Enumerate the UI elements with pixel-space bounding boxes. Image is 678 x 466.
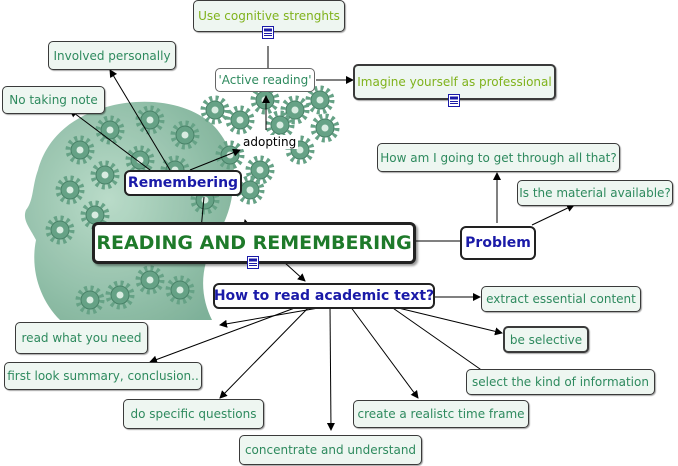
hub-problem[interactable]: Problem (460, 226, 536, 260)
node-read-what-you-need[interactable]: read what you need (15, 322, 148, 354)
central-node[interactable]: READING AND REMEMBERING (92, 222, 416, 264)
link-label-adopting: adopting (241, 135, 299, 149)
node-first-look-summary[interactable]: first look summary, conclusion.. (4, 362, 202, 390)
node-no-taking-note[interactable]: No taking note (2, 86, 105, 114)
node-be-selective[interactable]: be selective (503, 326, 589, 353)
node-realistic-time-frame[interactable]: create a realistc time frame (353, 400, 529, 428)
head-gears-illustration (24, 88, 337, 320)
node-involved-personally[interactable]: Involved personally (48, 41, 176, 70)
node-specific-questions[interactable]: do specific questions (123, 399, 264, 429)
node-extract-essential[interactable]: extract essential content (481, 286, 641, 312)
node-active-reading[interactable]: 'Active reading' (215, 68, 315, 92)
hub-how-to-read[interactable]: How to read academic text? (213, 283, 435, 309)
hub-remembering[interactable]: Remembering (124, 170, 242, 196)
document-icon[interactable] (448, 94, 460, 107)
document-icon[interactable] (262, 26, 274, 39)
node-how-get-through[interactable]: How am I going to get through all that? (377, 143, 620, 172)
node-concentrate-understand[interactable]: concentrate and understand (239, 435, 422, 465)
node-select-kind[interactable]: select the kind of information (466, 369, 655, 395)
node-material-available[interactable]: Is the material available? (517, 180, 673, 206)
connectors (69, 46, 575, 431)
document-icon[interactable] (247, 256, 259, 269)
